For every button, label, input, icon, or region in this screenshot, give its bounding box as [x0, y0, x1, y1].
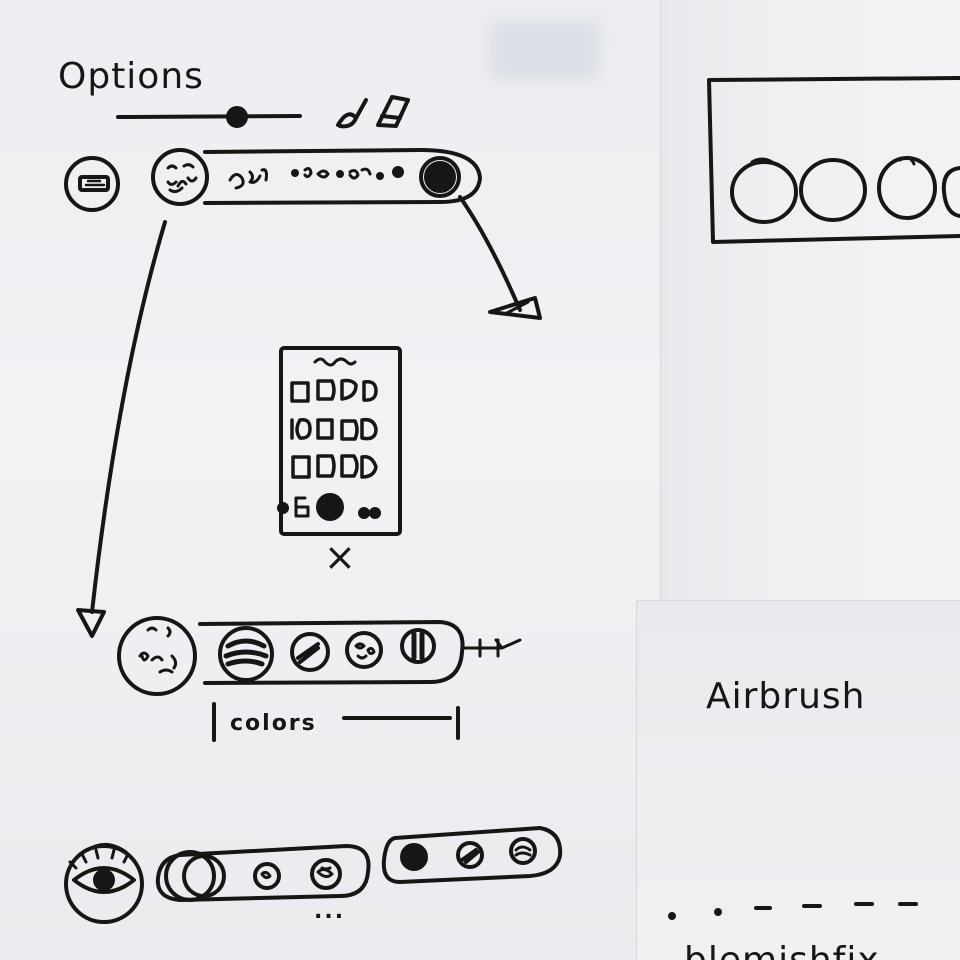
right-circle-2 — [799, 158, 867, 222]
face-tool-button[interactable] — [151, 148, 209, 206]
slider-knob[interactable] — [226, 106, 248, 128]
popup-selected-dot — [316, 493, 344, 521]
arrow-right-down — [458, 195, 542, 320]
toolbar-top — [64, 148, 482, 212]
eraser-icon — [376, 95, 410, 128]
right-circle-1 — [730, 160, 798, 224]
color-toolbar — [117, 616, 522, 696]
color-swatch-2[interactable] — [290, 632, 330, 672]
right-circles-box — [707, 76, 960, 244]
dashed-line — [668, 902, 918, 920]
bottom-partial-label: blemishfix — [684, 940, 880, 960]
bottom-strip-2 — [381, 826, 563, 884]
camera-tool-button[interactable] — [64, 156, 120, 212]
face-scribble-icon — [166, 163, 198, 194]
pen-icon — [336, 98, 368, 129]
bottom-swatch-3[interactable] — [400, 843, 428, 871]
tool-scribble-2 — [303, 167, 330, 179]
size-slider[interactable] — [116, 106, 302, 128]
bottom-toolbar — [64, 826, 563, 924]
camera-icon — [78, 175, 110, 192]
slider-end-icons — [336, 95, 410, 129]
color-swatch-4[interactable] — [400, 628, 436, 664]
airbrush-label: Airbrush — [706, 676, 865, 717]
paper-smudge — [490, 20, 600, 80]
slider-track — [116, 114, 302, 119]
popup-header-scribble — [313, 357, 357, 367]
fill-dot-icon — [424, 161, 456, 193]
color-swatch-1-fill — [223, 638, 269, 667]
popup-panel — [277, 346, 402, 536]
face-tool-button-2[interactable] — [117, 616, 197, 696]
eye-icon — [72, 866, 136, 894]
bottom-swatch-4[interactable] — [456, 841, 484, 869]
bottom-swatch-1[interactable] — [253, 862, 281, 890]
color-swatch-1[interactable] — [218, 626, 274, 682]
blend-tool-button[interactable] — [164, 850, 216, 902]
right-circle-3 — [877, 156, 937, 220]
color-strip — [198, 620, 465, 685]
fill-tool-button[interactable] — [419, 156, 461, 198]
tool-scribble-3 — [348, 167, 372, 180]
bottom-swatch-5[interactable] — [509, 837, 537, 865]
color-swatch-3[interactable] — [345, 631, 383, 669]
right-circle-4-partial — [941, 166, 960, 218]
popup-close-icon[interactable]: × — [324, 535, 356, 579]
tool-strip — [203, 148, 482, 205]
bottom-swatch-2[interactable] — [310, 858, 342, 890]
face-scribble-icon-2 — [138, 626, 178, 674]
colors-range-marker — [212, 702, 460, 742]
popup-frame — [279, 346, 402, 536]
arrow-left-down — [76, 220, 167, 638]
more-dots: ... — [314, 899, 345, 924]
tool-scribble-1 — [228, 168, 268, 190]
options-title: Options — [58, 56, 204, 97]
colors-label: colors — [230, 711, 317, 736]
paper-sheet-main — [0, 0, 690, 960]
strip-tail-scribble — [460, 638, 522, 658]
bottom-strip-1 — [155, 844, 371, 902]
paper-sheet-right-bottom — [636, 600, 960, 960]
